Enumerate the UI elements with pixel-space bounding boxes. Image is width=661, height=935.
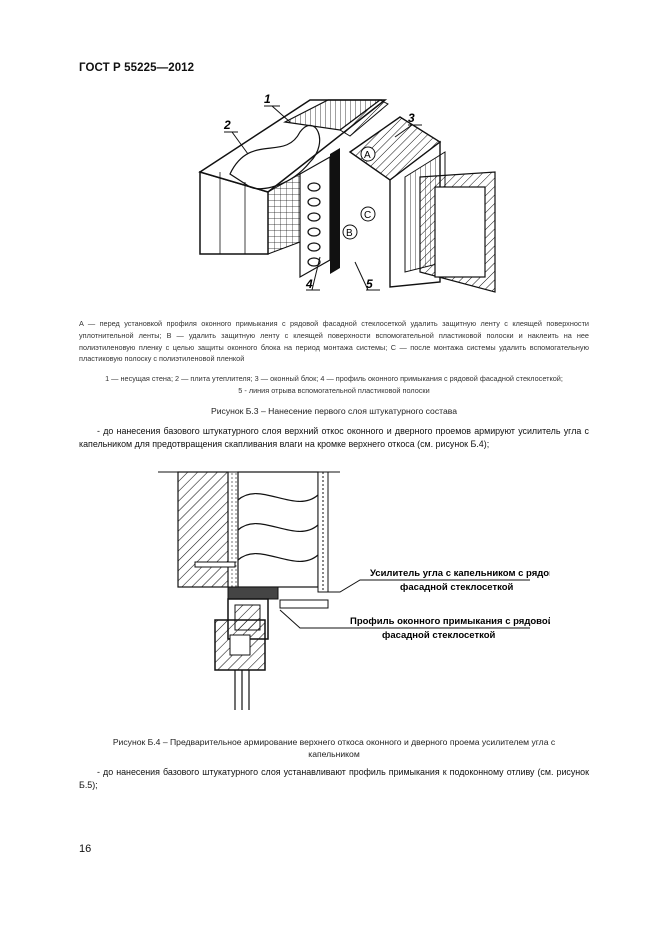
label-window-profile: Профиль оконного примыкания с рядовой	[350, 616, 550, 627]
paragraph-1: - до нанесения базового штукатурного сло…	[79, 426, 589, 449]
label-corner-reinforcement-2: фасадной стеклосеткой	[400, 582, 514, 593]
caption-line-2: капельником	[308, 749, 360, 759]
figure-b4-caption: Рисунок Б.4 – Предварительное армировани…	[79, 736, 589, 760]
figure-b3-note-legend: 1 — несущая стена; 2 — плита утеплителя;…	[79, 373, 589, 397]
callout-1: 1	[264, 92, 271, 106]
page-number: 16	[79, 843, 92, 855]
figure-b3-illustration: A B C 1 2 3 4 5	[198, 92, 496, 293]
label-window-profile-2: фасадной стеклосеткой	[382, 630, 496, 641]
callout-letter-c: C	[364, 210, 371, 221]
figure-b3-note-letters: A — перед установкой профиля оконного пр…	[79, 319, 589, 364]
label-corner-reinforcement: Усилитель угла с капельником с рядовой	[370, 568, 550, 579]
callout-letter-a: A	[364, 150, 371, 161]
callout-letter-b: B	[346, 228, 353, 239]
callout-5: 5	[366, 277, 373, 291]
callout-2: 2	[223, 118, 231, 132]
legend-line-2: 5 - линия отрыва вспомогательной пластик…	[238, 385, 430, 395]
document-header: ГОСТ Р 55225—2012	[79, 62, 195, 74]
figure-b4-illustration: Усилитель угла с капельником с рядовой ф…	[158, 471, 550, 710]
paragraph-2: - до нанесения базового штукатурного сло…	[79, 767, 589, 790]
callout-3: 3	[408, 111, 415, 125]
legend-line-1: 1 — несущая стена; 2 — плита утеплителя;…	[105, 374, 563, 383]
caption-line-1: Рисунок Б.4 – Предварительное армировани…	[112, 737, 556, 747]
figure-b3-caption: Рисунок Б.3 – Нанесение первого слоя шту…	[210, 406, 457, 416]
callout-4: 4	[305, 277, 313, 291]
